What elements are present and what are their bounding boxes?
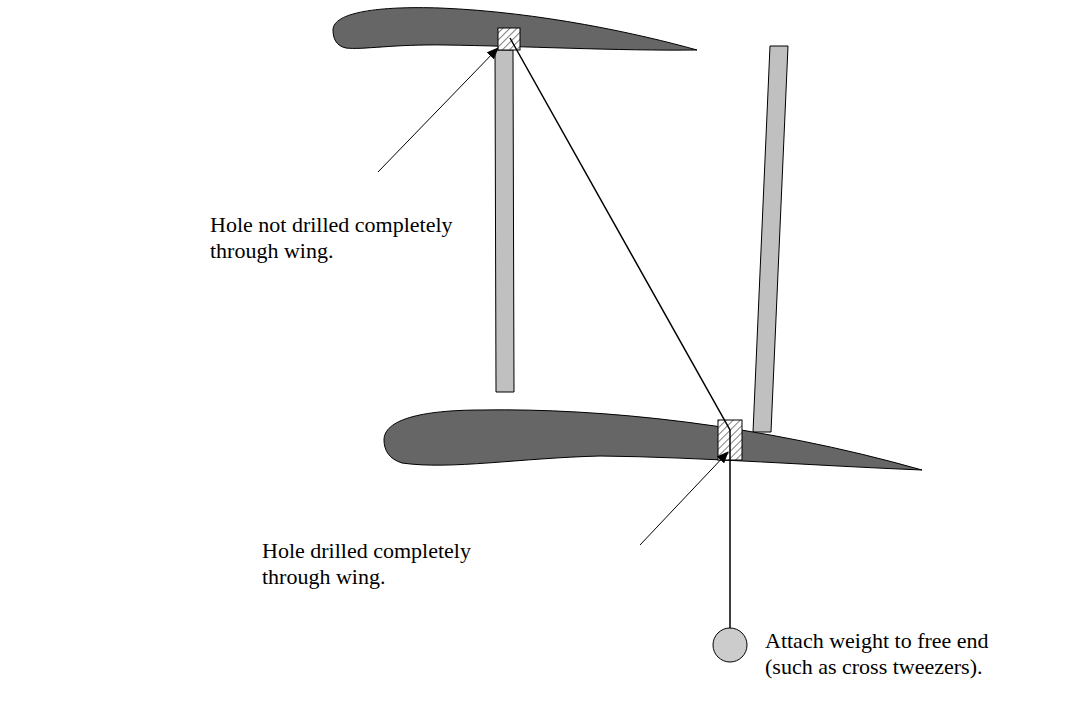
note-label: Hole drilled completely through wing. (262, 538, 522, 590)
upper-wing (333, 8, 697, 50)
leader-line (640, 452, 728, 545)
note-label: Hole not drilled completely through wing… (210, 212, 510, 264)
lower-wing (384, 410, 922, 470)
leader-line (378, 48, 498, 172)
weight (713, 628, 747, 662)
right-strut (753, 46, 788, 432)
blind-hole (498, 28, 520, 50)
note-label: Attach weight to free end (such as cross… (765, 628, 1005, 680)
string (510, 38, 730, 628)
left-strut (495, 50, 514, 392)
